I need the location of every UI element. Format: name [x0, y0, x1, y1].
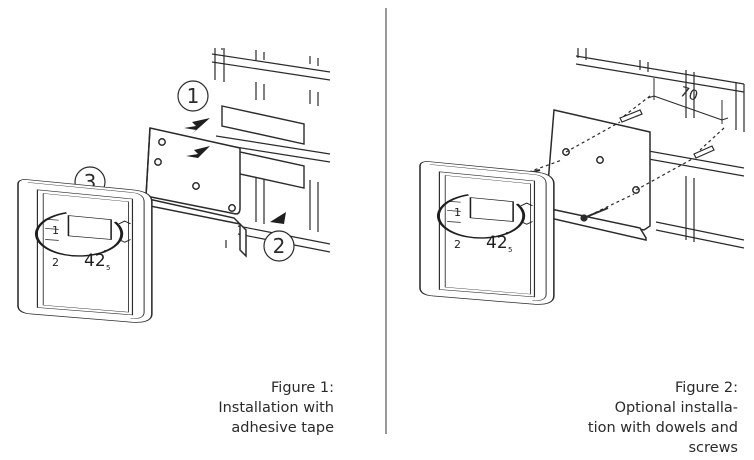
- figure1-caption: Figure 1: Installation with adhesive tap…: [218, 378, 334, 438]
- figure2-caption-line-4: screws: [688, 440, 738, 456]
- step-circle-1: 1: [177, 80, 209, 112]
- figure2-illustration: 70: [418, 48, 745, 306]
- figure2-caption-line-3: tion with dowels and: [587, 420, 738, 436]
- figure1-caption-line-3: adhesive tape: [231, 420, 334, 436]
- step-circle-2: 2: [263, 230, 295, 262]
- device2-small-digit: 5: [508, 246, 512, 254]
- thermostat-display-1: 42 ° 5 1 2: [52, 224, 110, 272]
- wall-dowels: [619, 109, 715, 159]
- figure1-caption-line-2: Installation with: [218, 400, 334, 416]
- step-label-1: 1: [187, 84, 200, 108]
- dimension-label: 70: [678, 84, 700, 105]
- figure2-caption-line-2: Optional installa-: [614, 400, 738, 416]
- thermostat-display-2: 42 ° 5 1 2: [454, 206, 512, 254]
- figure2-caption-line-1: Figure 2:: [675, 380, 738, 396]
- device1-label-2: 2: [52, 256, 59, 269]
- device1-small-digit: 5: [106, 264, 110, 272]
- mounting-plate-2: [544, 109, 651, 241]
- step-label-2: 2: [273, 234, 286, 258]
- figure1-caption-line-1: Figure 1:: [271, 380, 334, 396]
- mounting-plate: [142, 127, 247, 258]
- device2-label-1: 1: [454, 206, 461, 219]
- dimension-marker: [647, 78, 729, 124]
- figure2-caption: Figure 2: Optional installa- tion with d…: [588, 378, 738, 458]
- figure1-illustration: 1 2 3 42 ° 5 1 2: [16, 48, 331, 324]
- device1-degree: °: [103, 249, 107, 258]
- device1-label-1: 1: [52, 224, 59, 237]
- device1-temperature: 42: [84, 251, 106, 271]
- device2-label-2: 2: [454, 238, 461, 251]
- device2-temperature: 42: [486, 233, 508, 253]
- device2-degree: °: [505, 231, 509, 240]
